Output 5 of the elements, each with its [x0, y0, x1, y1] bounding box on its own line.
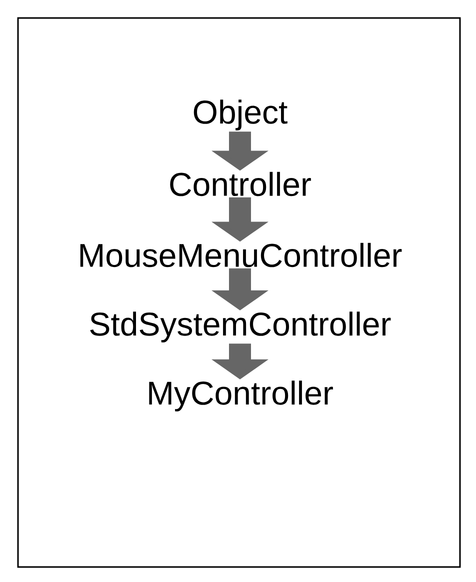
class-name: MouseMenuController: [80, 242, 402, 268]
class-name: MyController: [149, 380, 333, 412]
class-name: StdSystemController: [90, 312, 391, 342]
class-name: Object: [194, 100, 288, 130]
class-name: Controller: [170, 172, 311, 196]
